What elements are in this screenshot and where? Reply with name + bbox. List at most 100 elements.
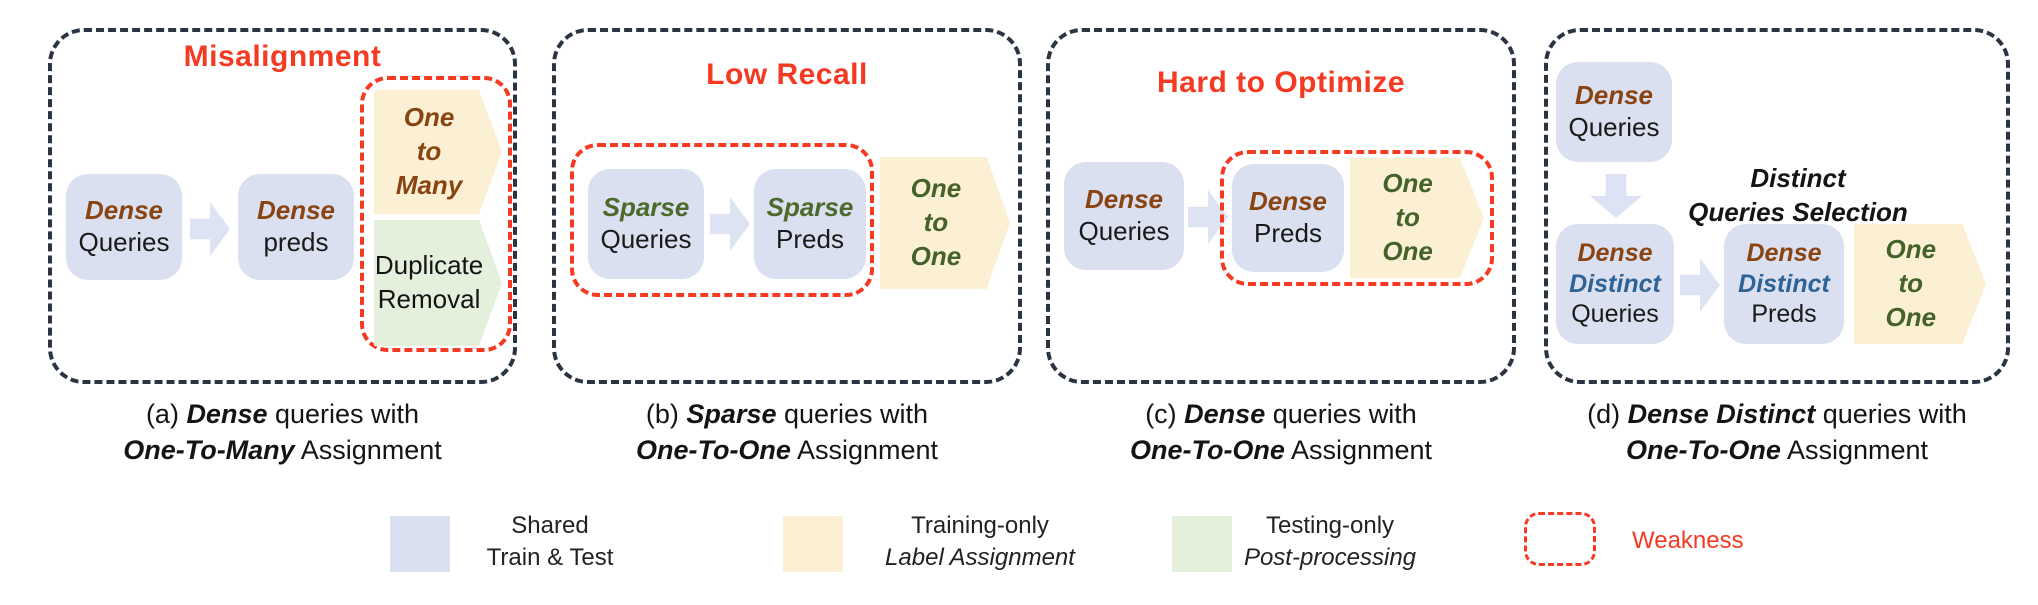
weakness-title: Misalignment (183, 40, 382, 73)
assignment-label-line: One (910, 173, 962, 204)
caption-text: queries with (267, 399, 420, 429)
flow-arrow-icon (190, 202, 230, 256)
caption-text: queries with (776, 399, 929, 429)
panel-frame: Misalignment Dense Queries Dense preds O… (48, 28, 517, 384)
caption-emphasis: Dense (186, 399, 268, 429)
caption-text: (b) (645, 399, 687, 429)
box-label-queries: Queries (1568, 112, 1660, 142)
flow-arrow-icon (710, 197, 750, 251)
caption-emphasis: Sparse (686, 399, 777, 429)
caption-emphasis: One-To-Many (123, 435, 295, 466)
shared-legend-label: Shared Train & Test (440, 510, 660, 573)
caption-text: Assignment (294, 435, 442, 466)
weakness-title: Hard to Optimize (1156, 66, 1405, 99)
legend-label-line: Shared (511, 512, 589, 539)
box-label-dense: Dense (1577, 239, 1653, 268)
box-label-sparse: Sparse (602, 192, 690, 223)
assignment-label-line: One (1382, 235, 1433, 266)
sparse-queries-box: Sparse Queries (588, 169, 704, 279)
weakness-title: Low Recall (706, 58, 868, 91)
caption-emphasis: One-To-One (1129, 435, 1285, 466)
dense-distinct-queries-box: Dense Distinct Queries (1556, 224, 1674, 344)
postprocess-label-line: Removal (377, 284, 481, 314)
shared-swatch (390, 516, 450, 572)
caption-emphasis: Dense (1184, 399, 1266, 429)
caption-text: (d) (1587, 399, 1628, 429)
weakness-swatch (1524, 512, 1596, 566)
panel-dense-one-to-one: Hard to Optimize Dense Queries Dense Pre… (1046, 28, 1516, 488)
legend: Shared Train & Test Training-only Label … (0, 498, 2038, 593)
one-to-one-assignment-arrow: One to One (1854, 224, 1986, 344)
legend-label-line: Post-processing (1243, 543, 1417, 571)
dense-preds-box: Dense Preds (1232, 164, 1344, 272)
one-to-many-assignment-arrow: One to Many (374, 90, 502, 214)
dense-queries-box: Dense Queries (66, 174, 182, 280)
assignment-label-line: One (1885, 301, 1937, 332)
panel-sparse-one-to-one: Low Recall Sparse Queries Sparse Preds O… (552, 28, 1022, 488)
weakness-highlight: Dense Preds One to One (1220, 150, 1494, 286)
caption-line-2: One-To-Many Assignment (38, 432, 527, 468)
assignment-label-line: One (1382, 168, 1433, 199)
box-label-sparse: Sparse (766, 192, 854, 223)
legend-label-line: Label Assignment (885, 543, 1075, 571)
dense-queries-box: Dense Queries (1064, 162, 1184, 270)
panel-dense-distinct-one-to-one: Dense Queries Distinct Queries Selection… (1544, 28, 2010, 488)
assignment-label-line: to (416, 136, 442, 167)
weakness-legend-label: Weakness (1632, 527, 1744, 554)
distinct-queries-selection-label: Distinct Queries Selection (1666, 162, 1930, 230)
box-label-dense: Dense (1084, 184, 1164, 215)
legend-label-line: Training-only (911, 512, 1049, 539)
panel-frame: Low Recall Sparse Queries Sparse Preds O… (552, 28, 1022, 384)
box-label-queries: Queries (600, 224, 692, 254)
training-only-legend-label: Training-only Label Assignment (830, 510, 1130, 573)
assignment-label-line: to (923, 207, 949, 238)
caption-line-1: (a) Dense queries with (38, 396, 527, 432)
legend-label-line: Train & Test (486, 543, 614, 571)
panel-frame: Dense Queries Distinct Queries Selection… (1544, 28, 2010, 384)
assignment-label-line: One (910, 240, 962, 271)
assignment-label-line: One (403, 102, 455, 133)
box-label-preds: Preds (776, 224, 844, 254)
training-only-swatch (783, 516, 843, 572)
panel-frame: Hard to Optimize Dense Queries Dense Pre… (1046, 28, 1516, 384)
assignment-label-line: to (1898, 268, 1924, 299)
panel-caption: (c) Dense queries with One-To-One Assign… (1036, 396, 1526, 469)
testing-only-legend-label: Testing-only Post-processing (1200, 510, 1460, 573)
weakness-highlight: One to Many Duplicate Removal (360, 76, 512, 352)
dense-queries-box: Dense Queries (1556, 62, 1672, 162)
panel-caption: (b) Sparse queries with One-To-One Assig… (542, 396, 1032, 469)
dense-preds-box: Dense preds (238, 174, 354, 280)
caption-text: (c) (1145, 399, 1185, 429)
caption-line-2: One-To-One Assignment (542, 432, 1032, 468)
box-label-dense: Dense (84, 195, 164, 226)
caption-text: Assignment (790, 435, 939, 466)
caption-emphasis: Dense Distinct (1627, 399, 1816, 429)
box-label-preds: preds (263, 227, 329, 257)
one-to-one-assignment-arrow: One to One (880, 157, 1010, 289)
dense-distinct-preds-box: Dense Distinct Preds (1724, 224, 1844, 344)
box-label-dense: Dense (1248, 186, 1328, 217)
caption-emphasis: One-To-One (635, 435, 791, 466)
assignment-label-line: One (1885, 234, 1937, 265)
postprocess-label-line: Duplicate (374, 250, 484, 281)
sparse-preds-box: Sparse Preds (754, 169, 866, 279)
assignment-label-line: to (1395, 202, 1420, 233)
box-label-dense: Dense (1574, 80, 1654, 111)
caption-line-2: One-To-One Assignment (1534, 432, 2020, 468)
caption-text: queries with (1265, 399, 1417, 429)
box-label-distinct: Distinct (1569, 269, 1661, 298)
caption-text: (a) (145, 399, 187, 429)
assignment-label-line: Many (395, 169, 463, 200)
caption-line-1: (b) Sparse queries with (542, 396, 1032, 432)
duplicate-removal-arrow: Duplicate Removal (374, 220, 502, 346)
caption-line-2: One-To-One Assignment (1036, 432, 1526, 468)
caption-line-1: (c) Dense queries with (1036, 396, 1526, 432)
weakness-highlight: Sparse Queries Sparse Preds (570, 143, 874, 297)
box-label-preds: Preds (1254, 218, 1322, 248)
one-to-one-assignment-arrow: One to One (1350, 158, 1484, 278)
caption-text: queries with (1815, 399, 1967, 429)
panel-dense-one-to-many: Misalignment Dense Queries Dense preds O… (48, 28, 517, 488)
caption-line-1: (d) Dense Distinct queries with (1534, 396, 2020, 432)
selection-label-line: Distinct (1750, 163, 1846, 193)
box-label-queries: Queries (1078, 216, 1170, 246)
